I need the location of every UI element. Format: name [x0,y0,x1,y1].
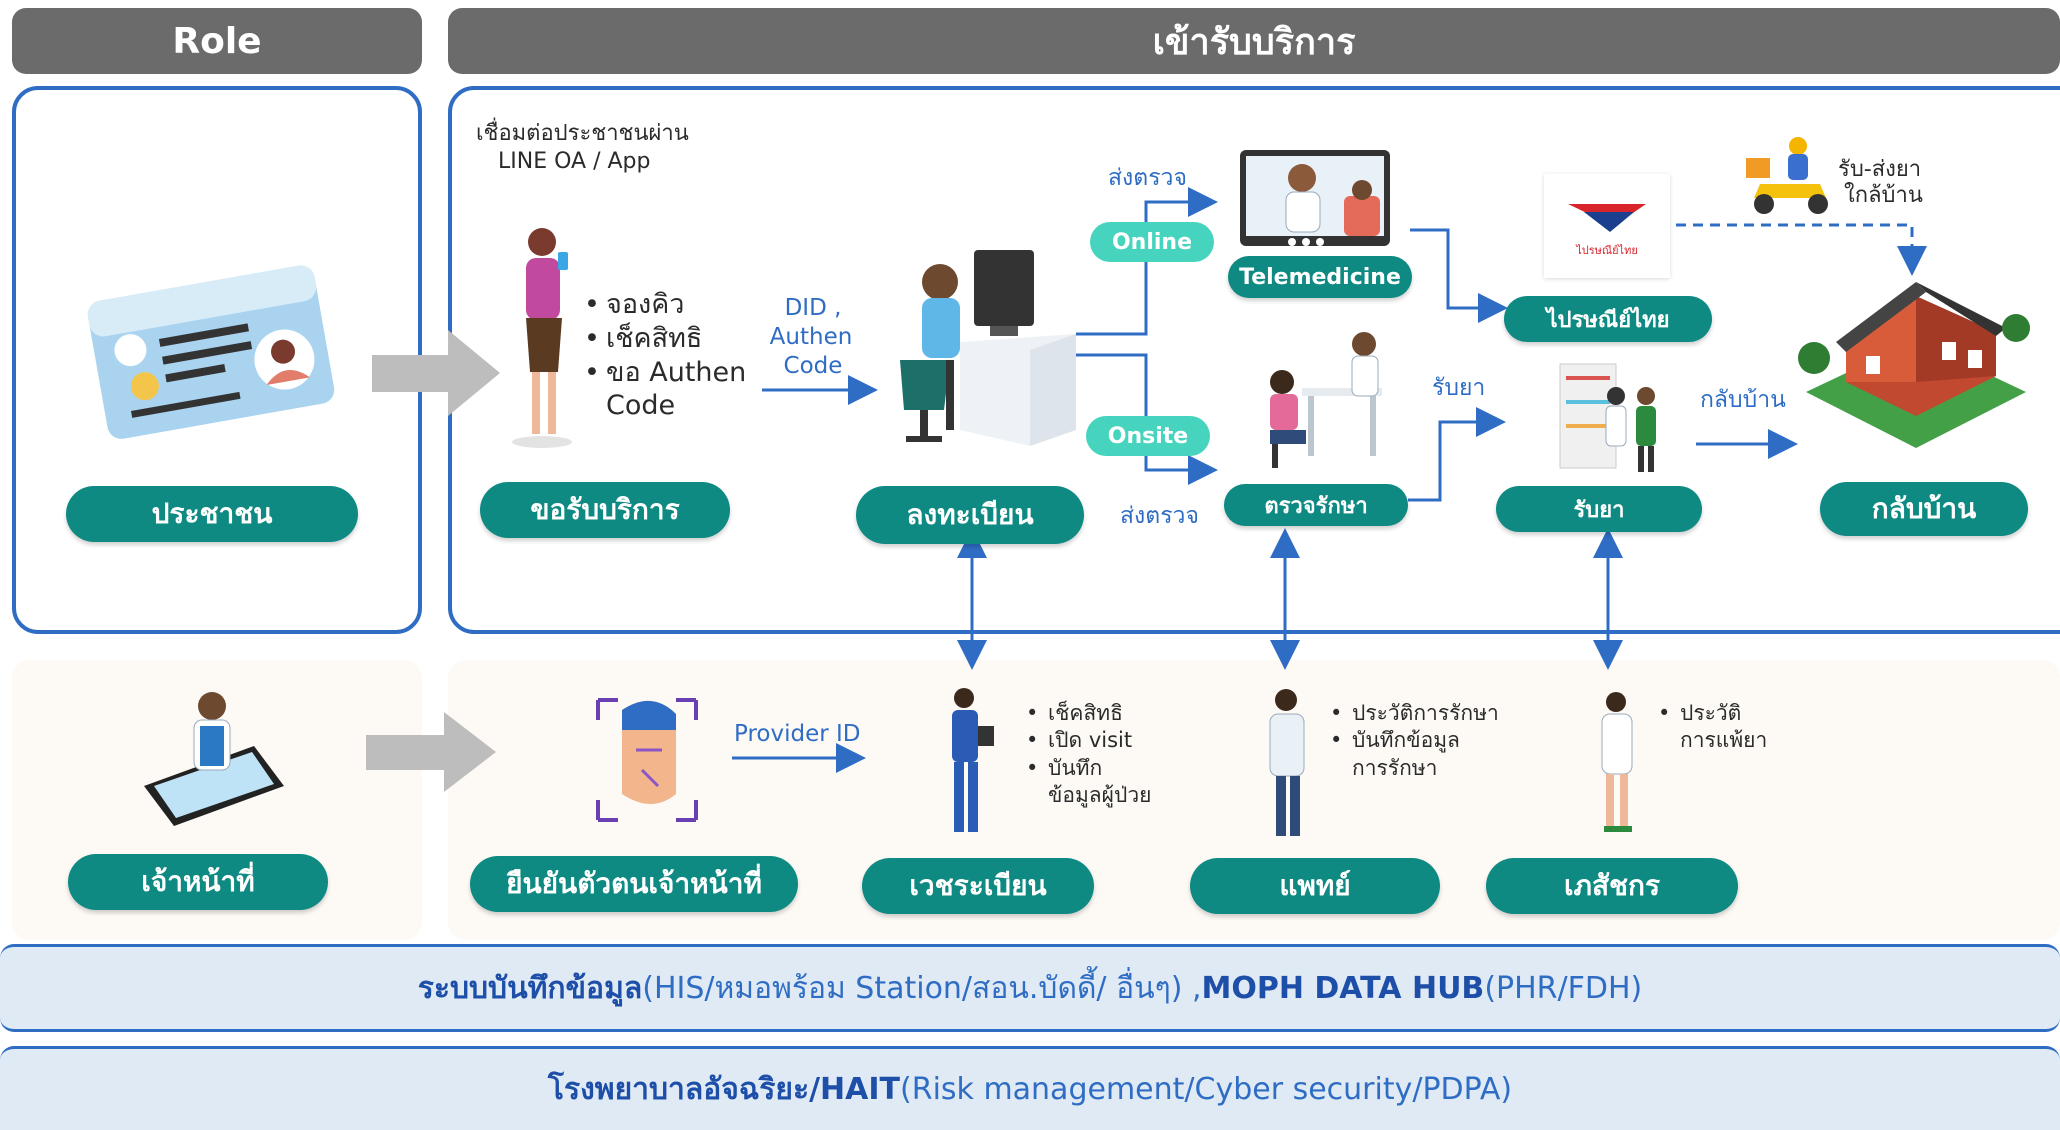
service-header: เข้ารับบริการ [448,8,2060,74]
request-bullet: เช็คสิทธิ [582,322,746,356]
go-home-pill: กลับบ้าน [1820,482,2028,536]
band1-text-2: (PHR/FDH) [1484,970,1643,1006]
records-clerk-icon [952,688,994,832]
doctor-icon [1269,689,1305,836]
request-bullet-continued: Code [606,390,676,422]
post-logo-icon: ไปรษณีย์ไทย [1568,204,1646,257]
did-label-1: DID , [784,295,842,321]
request-service-pill: ขอรับบริการ [480,482,730,538]
provider-id-label: Provider ID [734,721,861,747]
request-bullet: จองคิว [582,288,746,322]
telemedicine-icon [1240,150,1390,246]
band1-bold-1: ระบบบันทึกข้อมูล [417,970,643,1006]
telemedicine-pill: Telemedicine [1228,256,1412,298]
face-scan-icon [596,698,698,822]
smart-hospital-band: โรงพยาบาลอัจฉริยะ/HAIT (Risk management/… [0,1046,2060,1130]
woman-phone-icon [512,228,572,448]
pharmacist-pill: เภสัชกร [1486,858,1738,914]
delivery-text-1: รับ-ส่งยา [1838,157,1922,182]
pharmacist-icon [1601,692,1633,832]
delivery-scooter-icon [1746,137,1828,214]
pharmacist-bullet-continued: การแพ้ยา [1680,728,1768,753]
pharmacist-bullets: ประวัติ การแพ้ยา [1656,700,1767,755]
band2-bold: โรงพยาบาลอัจฉริยะ/HAIT [547,1072,901,1107]
doctor-bullets: ประวัติการรักษา บันทึกข้อมูล การรักษา [1328,700,1499,782]
connect-text-line1: เชื่อมต่อประชาชนผ่าน [476,121,689,146]
doctor-bullet-continued: การรักษา [1352,755,1438,780]
request-bullet: ขอ Authen [582,356,746,390]
band1-bold-2: MOPH DATA HUB [1201,970,1485,1006]
band2-text: (Risk management/Cyber security/PDPA) [900,1072,1513,1107]
id-card-icon [87,265,335,439]
delivery-text-2: ใกล้บ้าน [1844,183,1923,208]
pharmacist-bullet: ประวัติ [1656,700,1767,728]
send-exam-bottom-label: ส่งตรวจ [1120,503,1199,529]
verify-staff-pill: ยืนยันตัวตนเจ้าหน้าที่ [470,856,798,912]
exam-pill: ตรวจรักษา [1224,484,1408,526]
staff-tablet-icon [144,692,284,826]
role-citizen-pill: ประชาชน [66,486,358,542]
gray-arrow-staff [366,712,496,792]
medical-records-pill: เวชระเบียน [862,858,1094,914]
online-tag: Online [1090,222,1214,262]
receive-med-pill: รับยา [1496,486,1702,532]
doctor-exam-icon [1270,332,1382,468]
post-logo-text: ไปรษณีย์ไทย [1575,244,1638,257]
go-home-arrow-label: กลับบ้าน [1700,387,1786,413]
did-label-3: Code [783,353,843,379]
thailand-post-logo: ไปรษณีย์ไทย [1544,174,1670,278]
band1-text-1: (HIS/หมอพร้อม Station/สอน.บัดดี้/ อื่นๆ)… [642,970,1202,1006]
request-bullets: จองคิว เช็คสิทธิ ขอ Authen Code [582,288,746,423]
doctor-bullet: บันทึกข้อมูล [1328,727,1499,755]
connect-text-line2: LINE OA / App [498,149,651,174]
house-icon [1798,282,2030,448]
registration-desk-icon [900,250,1076,446]
onsite-tag: Onsite [1086,416,1210,456]
data-system-band: ระบบบันทึกข้อมูล (HIS/หมอพร้อม Station/ส… [0,944,2060,1032]
receive-med-arrow-label: รับยา [1432,375,1486,401]
send-exam-top-label: ส่งตรวจ [1108,165,1187,191]
records-bullet: บันทึก [1024,755,1151,783]
records-bullet: เปิด visit [1024,727,1151,755]
did-label-2: Authen [769,324,853,350]
doctor-pill: แพทย์ [1190,858,1440,914]
records-bullets: เช็คสิทธิ เปิด visit บันทึก ข้อมูลผู้ป่ว… [1024,700,1151,809]
records-bullet: เช็คสิทธิ [1024,700,1151,728]
register-pill: ลงทะเบียน [856,486,1084,544]
records-bullet-continued: ข้อมูลผู้ป่วย [1048,782,1152,807]
gray-arrow-citizen [372,330,500,416]
thailand-post-pill: ไปรษณีย์ไทย [1504,296,1712,342]
pharmacy-icon [1559,363,1656,472]
role-header: Role [12,8,422,74]
doctor-bullet: ประวัติการรักษา [1328,700,1499,728]
role-staff-pill: เจ้าหน้าที่ [68,854,328,910]
